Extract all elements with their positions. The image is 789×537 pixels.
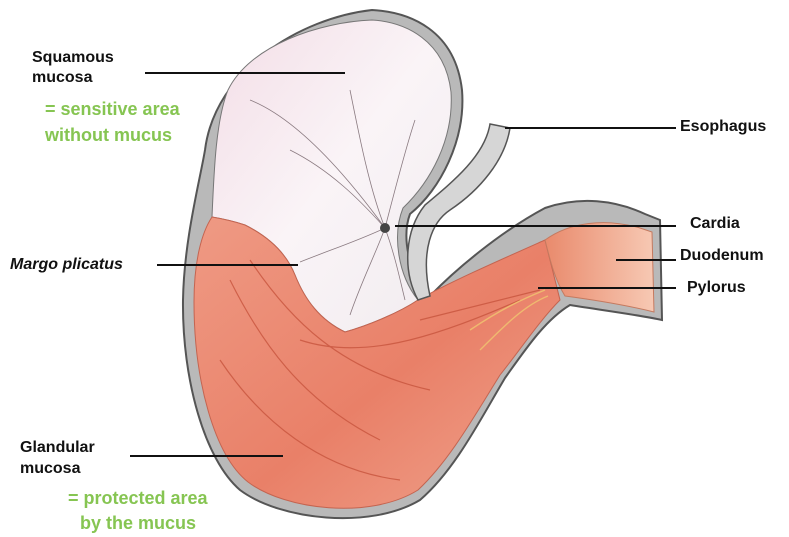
label-cardia: Cardia (690, 214, 740, 234)
note-glandular-line2: by the mucus (80, 512, 196, 534)
cardia-center (380, 223, 390, 233)
note-glandular-line1: = protected area (68, 487, 208, 509)
note-squamous-line1: = sensitive area (45, 98, 180, 120)
label-glandular-line1: Glandular (20, 438, 95, 458)
label-margo-plicatus: Margo plicatus (10, 255, 123, 275)
label-pylorus: Pylorus (687, 278, 746, 298)
label-esophagus: Esophagus (680, 117, 766, 137)
note-squamous-line2: without mucus (45, 124, 172, 146)
label-squamous-line2: mucosa (32, 68, 92, 88)
label-glandular-line2: mucosa (20, 459, 80, 479)
label-squamous-line1: Squamous (32, 48, 114, 68)
label-duodenum: Duodenum (680, 246, 764, 266)
